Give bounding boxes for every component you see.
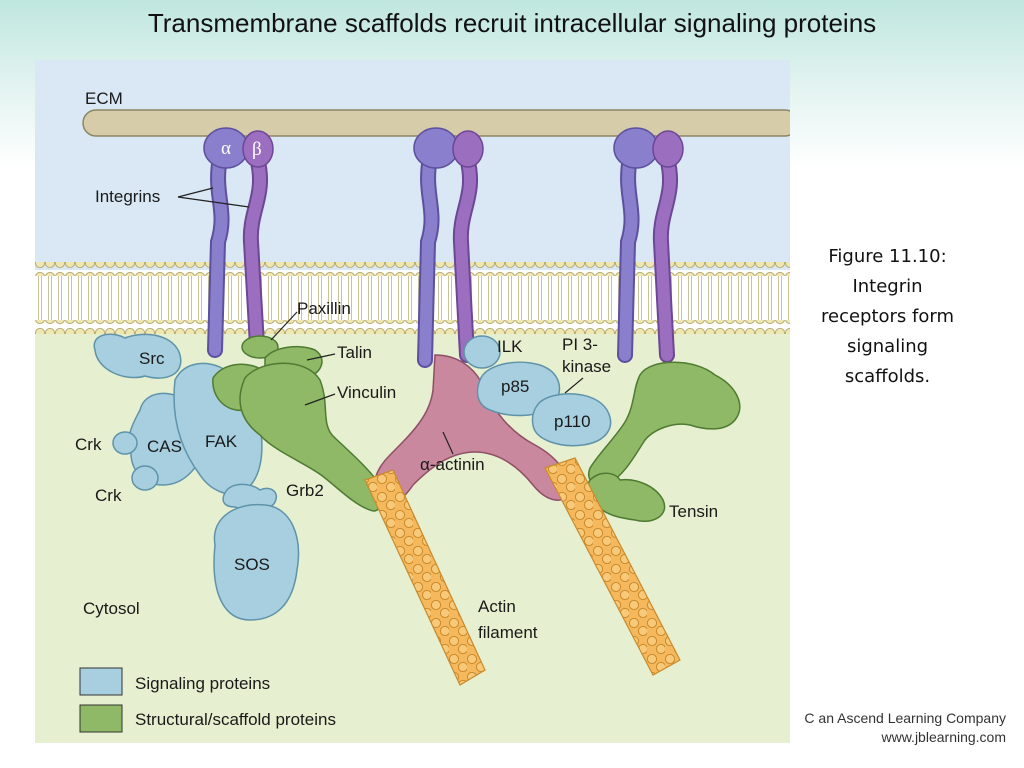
paxillin-leader [270,311,298,341]
sos-protein [213,503,300,621]
actinin-label: α-actinin [420,455,485,474]
sos-label: SOS [234,555,270,574]
fak-label: FAK [205,432,238,451]
beta-label: β [252,139,262,160]
actin-label-line2: filament [478,623,538,642]
integrin-2 [413,127,484,368]
tensin-label: Tensin [669,502,718,521]
legend: Signaling proteins Structural/scaffold p… [79,667,336,733]
alpha-label: α [221,138,231,159]
grb2-label: Grb2 [286,481,324,500]
caption-line-2: Integrin [852,276,923,297]
publisher-credit: C an Ascend Learning Company www.jblearn… [804,709,1006,747]
actin-filament-2 [544,457,681,676]
crk-label-2: Crk [95,486,122,505]
p85-label: p85 [501,377,529,396]
credit-line-1: C an Ascend Learning Company [804,710,1006,726]
integrin-1 [203,127,274,358]
grb2-protein [222,483,277,512]
crk-protein-1 [112,431,138,455]
crk-label-1: Crk [75,435,102,454]
legend-structural-label: Structural/scaffold proteins [135,710,336,729]
pi3k-label-line2: kinase [562,357,611,376]
integrin-scaffold-figure: ECM α β Integrins [35,60,790,743]
talin-leader [306,353,336,361]
ecm-region [35,60,790,270]
integrin-3 [613,127,684,363]
crk-protein-2 [131,465,159,491]
paxillin-label: Paxillin [297,299,351,318]
ilk-protein [463,335,501,369]
p110-label: p110 [554,412,591,431]
legend-structural-swatch [79,704,123,733]
actinin-leader [442,431,454,455]
ilk-label: ILK [497,337,523,356]
vinculin-leader [304,393,336,406]
vinculin-label: Vinculin [337,383,396,402]
pi3k-label-line1: PI 3- [562,335,598,354]
paxillin-protein [241,335,279,359]
slide-title: Transmembrane scaffolds recruit intracel… [147,8,877,38]
cytosol-label: Cytosol [83,599,140,618]
caption-line-5: scaffolds. [844,366,931,387]
cas-label: CAS [147,437,182,456]
p110-protein [531,393,612,447]
tensin-complex [586,361,741,522]
lipid-bilayer [35,262,790,334]
figure-caption: Figure 11.10: Integrin receptors form si… [800,242,975,392]
integrins-leader [177,187,250,208]
actin-filament-1 [364,469,486,686]
caption-line-4: signaling [846,336,929,357]
alpha-actinin-protein [374,354,571,503]
credit-line-2: www.jblearning.com [881,729,1007,745]
caption-line-3: receptors form [820,306,954,327]
legend-signaling-swatch [79,667,123,696]
legend-signaling-label: Signaling proteins [135,674,270,693]
talin-label: Talin [337,343,372,362]
pi3k-leader [564,377,584,394]
caption-line-1: Figure 11.10: [828,246,947,267]
src-label: Src [139,349,165,368]
actin-label-line1: Actin [478,597,516,616]
src-protein [93,333,182,379]
ecm-label: ECM [85,89,123,108]
integrins-label: Integrins [95,187,160,206]
